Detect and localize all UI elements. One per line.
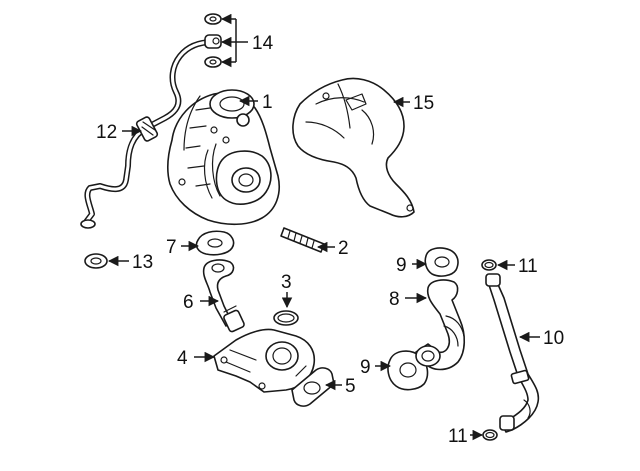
callout-9-lower: 9 bbox=[360, 357, 371, 378]
callout-labels: 1 2 3 4 5 6 7 8 9 9 10 11 11 12 13 14 15 bbox=[96, 33, 564, 447]
callout-13: 13 bbox=[132, 252, 153, 273]
callout-2: 2 bbox=[338, 238, 349, 259]
part-8-exhaust-pipe[interactable] bbox=[415, 279, 466, 371]
callout-11-lower: 11 bbox=[448, 426, 468, 447]
leader-lines bbox=[107, 13, 540, 441]
callout-14: 14 bbox=[252, 33, 274, 54]
callout-5: 5 bbox=[345, 376, 356, 397]
part-13-washer[interactable] bbox=[84, 253, 108, 269]
part-15-heat-shield[interactable] bbox=[292, 77, 415, 218]
callout-6: 6 bbox=[183, 292, 194, 313]
callout-10: 10 bbox=[543, 328, 564, 349]
callout-7: 7 bbox=[166, 237, 177, 258]
part-2-stud[interactable] bbox=[280, 227, 325, 253]
callout-9-upper: 9 bbox=[396, 255, 407, 276]
part-7-gasket[interactable] bbox=[195, 230, 235, 256]
callout-3: 3 bbox=[281, 272, 292, 293]
part-1-turbocharger[interactable] bbox=[167, 89, 280, 226]
callout-12: 12 bbox=[96, 122, 117, 143]
part-4-bracket[interactable] bbox=[213, 328, 316, 393]
part-11-o-ring-lower[interactable] bbox=[482, 429, 498, 441]
callout-1: 1 bbox=[262, 92, 273, 113]
part-9-gasket-upper[interactable] bbox=[424, 247, 459, 277]
part-3-o-ring[interactable] bbox=[273, 310, 299, 326]
part-10-coolant-pipe[interactable] bbox=[485, 273, 540, 433]
callout-8: 8 bbox=[389, 289, 400, 310]
part-11-o-ring-upper[interactable] bbox=[481, 259, 497, 271]
part-12-oil-feed-line[interactable] bbox=[80, 34, 222, 229]
part-6-oil-return-pipe[interactable] bbox=[202, 259, 245, 333]
callout-15: 15 bbox=[413, 93, 434, 114]
callout-4: 4 bbox=[177, 348, 188, 369]
callout-11-upper: 11 bbox=[518, 256, 538, 277]
